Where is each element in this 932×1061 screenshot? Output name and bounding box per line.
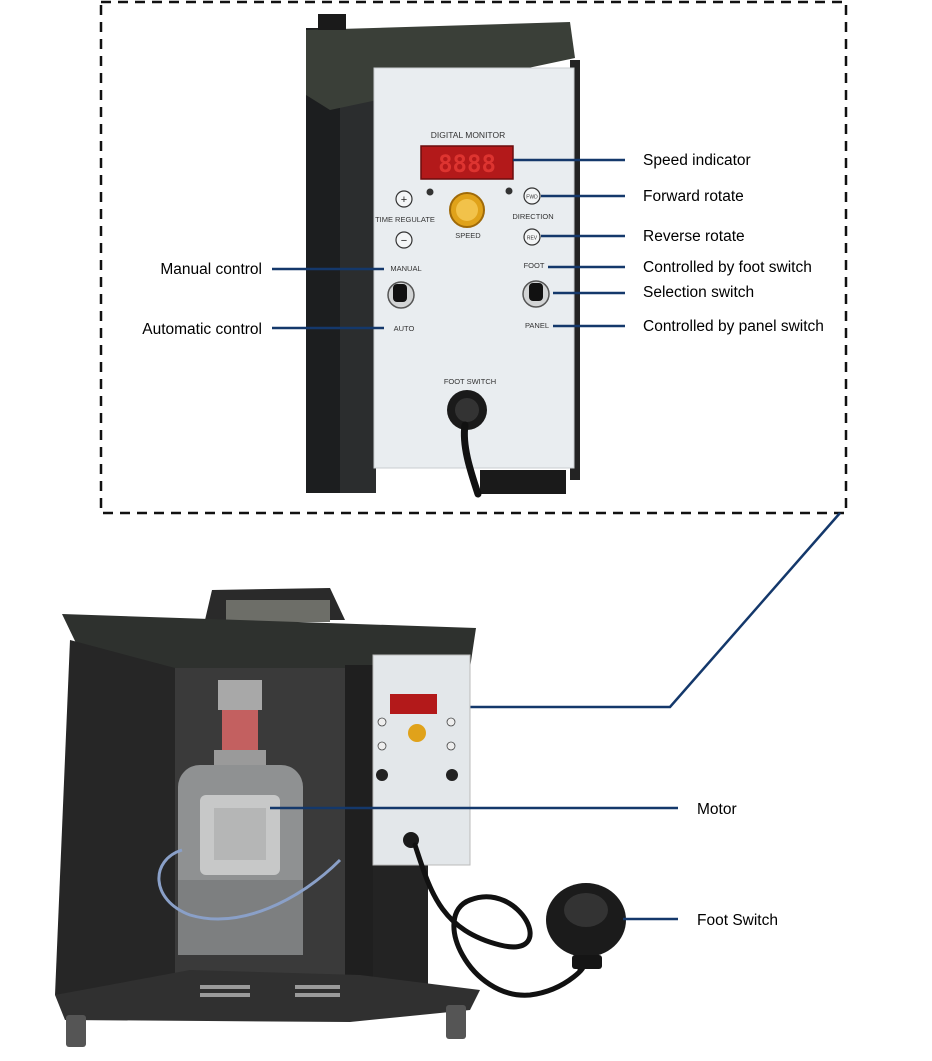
callout-foot-switch: Foot Switch <box>697 912 778 929</box>
zoom-detail-photo: DIGITAL MONITOR 8888 + TIME REGULATE − S… <box>306 14 580 498</box>
callout-manual-control: Manual control <box>160 261 262 278</box>
device-foot-switch-cable <box>412 842 585 998</box>
speed-display <box>420 145 514 180</box>
callout-foot-switch-control: Controlled by foot switch <box>643 259 812 276</box>
callout-motor: Motor <box>697 801 737 818</box>
speed-label: SPEED <box>455 231 481 240</box>
top-leader-lines <box>272 158 625 330</box>
forward-button-text: FWD <box>526 195 538 201</box>
callout-panel-switch-control: Controlled by panel switch <box>643 318 824 335</box>
device-base <box>55 970 480 1022</box>
callout-speed-indicator: Speed indicator <box>643 152 751 169</box>
foot-switch-port-label: FOOT SWITCH <box>444 377 496 386</box>
time-minus-button <box>395 231 413 249</box>
forward-button <box>523 187 541 205</box>
foot-switch-cable <box>460 421 482 498</box>
time-regulate-label: TIME REGULATE <box>375 215 435 224</box>
device-speed-knob <box>408 724 426 742</box>
digital-monitor-label: DIGITAL MONITOR <box>431 130 505 140</box>
device-speed-display <box>390 694 437 714</box>
direction-label: DIRECTION <box>512 212 553 221</box>
reverse-button <box>523 228 541 246</box>
device-left-wall <box>55 640 178 995</box>
panel-label: PANEL <box>525 321 549 330</box>
reverse-button-text: REV <box>527 236 538 242</box>
callout-automatic-control: Automatic control <box>142 321 262 338</box>
manual-label: MANUAL <box>390 264 421 273</box>
indicator-led-left <box>426 188 434 196</box>
device-control-panel <box>372 654 471 866</box>
indicator-led-right <box>505 187 513 195</box>
time-plus-button <box>395 190 413 208</box>
time-plus-glyph: + <box>401 194 407 206</box>
time-minus-glyph: − <box>401 235 407 247</box>
auto-label: AUTO <box>394 324 415 333</box>
selection-toggle-lever <box>529 283 543 301</box>
callout-selection-switch: Selection switch <box>643 284 754 301</box>
callout-forward-rotate: Forward rotate <box>643 188 744 205</box>
full-device-photo <box>55 588 626 1047</box>
callout-reverse-rotate: Reverse rotate <box>643 228 745 245</box>
speed-display-digits: 8888 <box>438 150 496 178</box>
mode-toggle-left-lever <box>393 284 407 302</box>
speed-knob-cap <box>456 199 478 221</box>
foot-label: FOOT <box>524 261 545 270</box>
zoom-connector-line <box>438 512 841 709</box>
